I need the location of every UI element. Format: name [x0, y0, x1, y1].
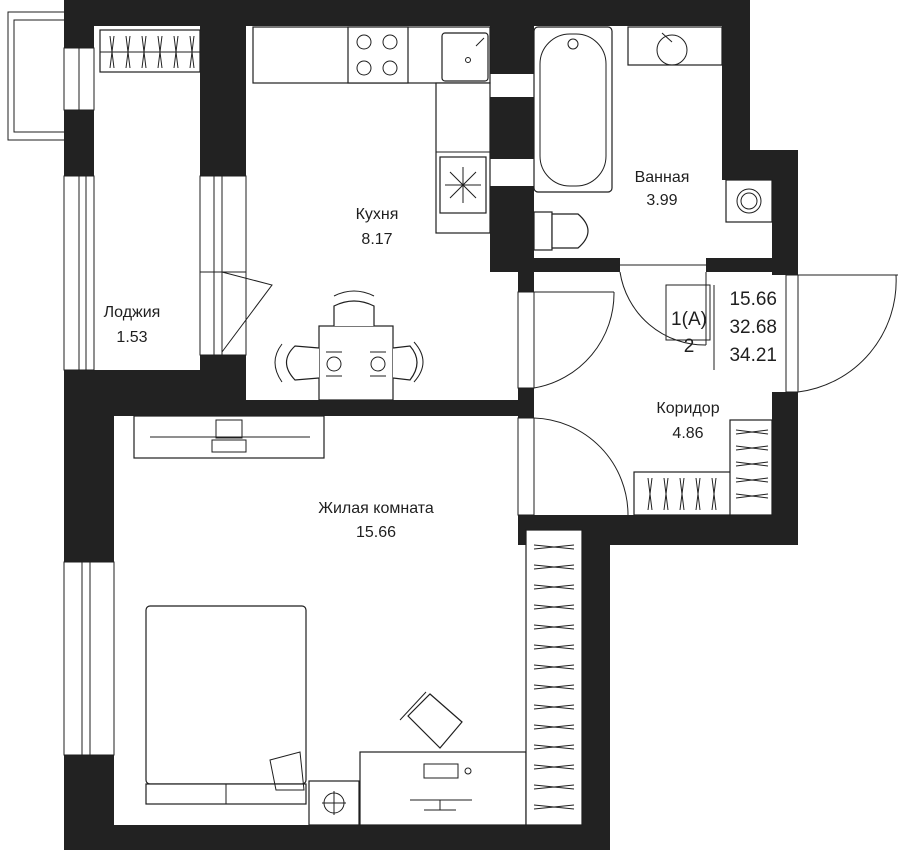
corridor-name: Коридор	[656, 400, 719, 417]
living-window	[63, 561, 115, 756]
apartment-info: 1(А) 2 15.66 32.68 34.21	[665, 284, 777, 370]
wall-loggia-left-mid	[64, 110, 94, 176]
wall-living-right	[582, 530, 610, 850]
loggia-wardrobe	[99, 29, 201, 73]
balcony-door	[221, 271, 273, 353]
wall-bath-right	[772, 150, 798, 275]
desk-chair	[399, 691, 463, 749]
apartment-type: 1(А)	[671, 309, 707, 330]
windows	[7, 11, 273, 756]
loggia-area: 1.53	[116, 329, 147, 346]
living-room-name: Жилая комната	[318, 500, 434, 517]
info-total-area: 32.68	[729, 317, 777, 338]
stove	[347, 26, 409, 84]
wall-top	[64, 0, 750, 26]
wall-loggia-kitchen	[200, 26, 246, 176]
wall-living-left-upper	[64, 400, 114, 562]
toilet	[533, 211, 589, 251]
wall-kitchen-living	[64, 400, 534, 416]
bathroom-area: 3.99	[646, 192, 677, 209]
bathroom-name: Ванная	[635, 169, 690, 186]
walls	[64, 0, 798, 850]
wash-basin	[627, 26, 723, 66]
living-wardrobe	[525, 529, 583, 826]
wall-corridor-kitchen-mid	[518, 388, 534, 418]
wall-bath-right-upper	[722, 0, 750, 180]
bathroom-door	[619, 264, 707, 346]
corridor-wardrobe	[633, 419, 773, 516]
info-living-area: 15.66	[729, 289, 777, 310]
kitchen-sink	[441, 32, 489, 82]
fridge	[439, 156, 487, 214]
info-total-with-loggia: 34.21	[729, 345, 777, 366]
balcony-outline	[7, 11, 64, 141]
corridor-area: 4.86	[672, 425, 703, 442]
kitchen-area: 8.17	[361, 231, 392, 248]
kitchen-window	[199, 175, 247, 356]
wall-kitchen-bath-mid	[490, 97, 534, 159]
wall-bath-bottom-right	[706, 258, 786, 272]
loggia-name: Лоджия	[104, 304, 161, 321]
entrance-door	[785, 274, 898, 393]
tv-stand	[133, 415, 325, 459]
room-labels: Лоджия 1.53 Кухня 8.17 Ванная 3.99 Корид…	[104, 169, 720, 541]
wall-kitchen-bath-low	[490, 186, 534, 270]
apartment-floor: 2	[684, 336, 695, 357]
living-room-area: 15.66	[356, 524, 396, 541]
wall-corridor-right	[772, 392, 798, 542]
info-type-box	[665, 284, 711, 341]
wall-bottom	[64, 825, 610, 850]
wall-corridor-kitchen-top	[518, 270, 534, 292]
kitchen-name: Кухня	[356, 206, 399, 223]
wall-kitchen-bath-top	[490, 26, 534, 74]
dining-table	[274, 290, 424, 401]
bed	[145, 605, 307, 805]
desk	[359, 751, 527, 826]
living-door	[517, 417, 629, 516]
kitchen-door	[517, 291, 615, 389]
boiler	[725, 179, 773, 223]
nightstand	[308, 780, 360, 826]
wall-bath-bottom-left	[490, 258, 620, 272]
wall-loggia-left-top	[64, 0, 94, 48]
bathtub	[533, 26, 613, 193]
